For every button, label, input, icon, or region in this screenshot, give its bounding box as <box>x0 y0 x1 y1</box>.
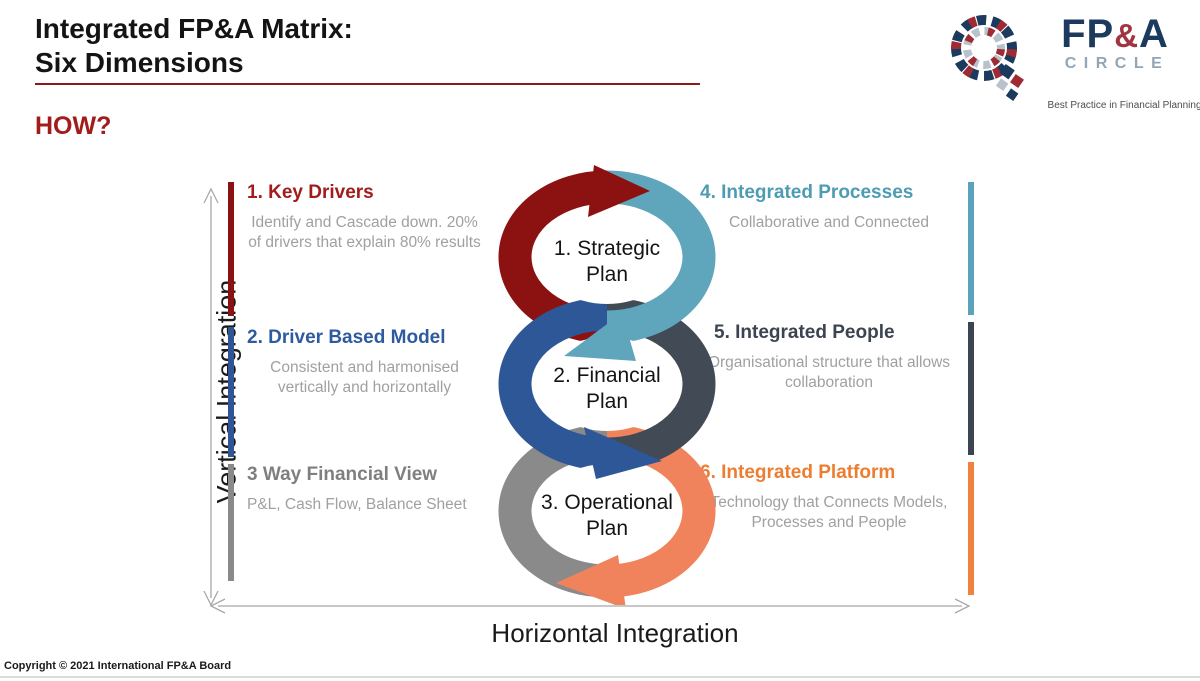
dimension-2-title: 2. Driver Based Model <box>247 327 446 348</box>
dimension-6-integrated-platform: 6. Integrated Platform Technology that C… <box>700 462 974 595</box>
dimension-1-title: 1. Key Drivers <box>247 182 374 203</box>
how-label: HOW? <box>35 112 112 140</box>
logo-fp: FP <box>1061 12 1115 56</box>
logo-circle-wordmark: CIRCLE <box>1064 55 1170 72</box>
financial-ring-center <box>541 337 673 431</box>
dimension-4-title: 4. Integrated Processes <box>700 182 914 203</box>
dimension-3-body: P&L, Cash Flow, Balance Sheet <box>247 495 467 513</box>
teal-arrowhead-icon <box>564 313 636 361</box>
logo-a: A <box>1139 12 1169 56</box>
operational-ring-center <box>541 464 673 558</box>
plan-cycle-diagram: 1. Strategic Plan 2. Financial Plan 3. O… <box>498 165 716 605</box>
horizontal-axis-label: Horizontal Integration <box>491 618 739 648</box>
copyright-text: Copyright © 2021 International FP&A Boar… <box>4 660 232 672</box>
strategic-ring-center <box>541 210 673 304</box>
operational-plan-label-line2: Plan <box>586 517 628 540</box>
logo-swirl-icon <box>951 15 1024 101</box>
financial-plan-label-line1: 2. Financial <box>553 364 660 387</box>
dimension-2-body: Consistent and harmonised vertically and… <box>270 358 459 397</box>
dimension-3-title: 3 Way Financial View <box>247 464 438 485</box>
dimension-6-title: 6. Integrated Platform <box>700 462 896 483</box>
page-title-line2: Six Dimensions <box>35 46 244 78</box>
logo-tagline: Best Practice in Financial Planning and … <box>1047 100 1200 111</box>
dimension-6-body: Technology that Connects Models, Process… <box>710 493 948 532</box>
horizontal-axis-arrow <box>209 598 971 614</box>
dimension-1-key-drivers: 1. Key Drivers Identify and Cascade down… <box>228 182 482 316</box>
financial-plan-label-line2: Plan <box>586 390 628 413</box>
dimension-1-body: Identify and Cascade down. 20% of driver… <box>248 213 481 252</box>
vertical-axis-arrow <box>203 187 219 607</box>
blue-arrowhead-icon <box>584 427 662 479</box>
strategic-ring-right-arc <box>606 170 716 344</box>
fpa-circle-logo: FP&A CIRCLE Best Practice in Financial P… <box>946 6 1200 111</box>
logo-text: FP&A CIRCLE Best Practice in Financial P… <box>1032 14 1200 111</box>
orange-arrowhead-icon <box>556 555 626 605</box>
bottom-divider <box>0 676 1200 678</box>
page-title: Integrated FP&A Matrix: Six Dimensions <box>35 12 353 79</box>
dimension-5-title: 5. Integrated People <box>714 322 895 343</box>
logo-ampersand: & <box>1114 17 1140 54</box>
logo-fpa-wordmark: FP&A <box>1032 14 1198 54</box>
dimension-3-three-way-financial-view: 3 Way Financial View P&L, Cash Flow, Bal… <box>228 464 482 581</box>
dimension-5-body: Organisational structure that allows col… <box>707 353 951 392</box>
dimension-2-driver-based-model: 2. Driver Based Model Consistent and har… <box>228 327 482 457</box>
strategic-plan-label-line2: Plan <box>586 263 628 286</box>
operational-plan-label-line1: 3. Operational <box>541 491 673 514</box>
dimension-4-integrated-processes: 4. Integrated Processes Collaborative an… <box>700 182 974 315</box>
financial-ring-left-arc <box>498 297 608 471</box>
page-title-line1: Integrated FP&A Matrix: <box>35 13 353 44</box>
dimension-4-body: Collaborative and Connected <box>729 213 929 231</box>
title-underline <box>35 83 700 85</box>
dimension-5-integrated-people: 5. Integrated People Organisational stru… <box>700 322 974 455</box>
red-arrowhead-icon <box>588 165 650 217</box>
strategic-plan-label-line1: 1. Strategic <box>554 237 660 260</box>
